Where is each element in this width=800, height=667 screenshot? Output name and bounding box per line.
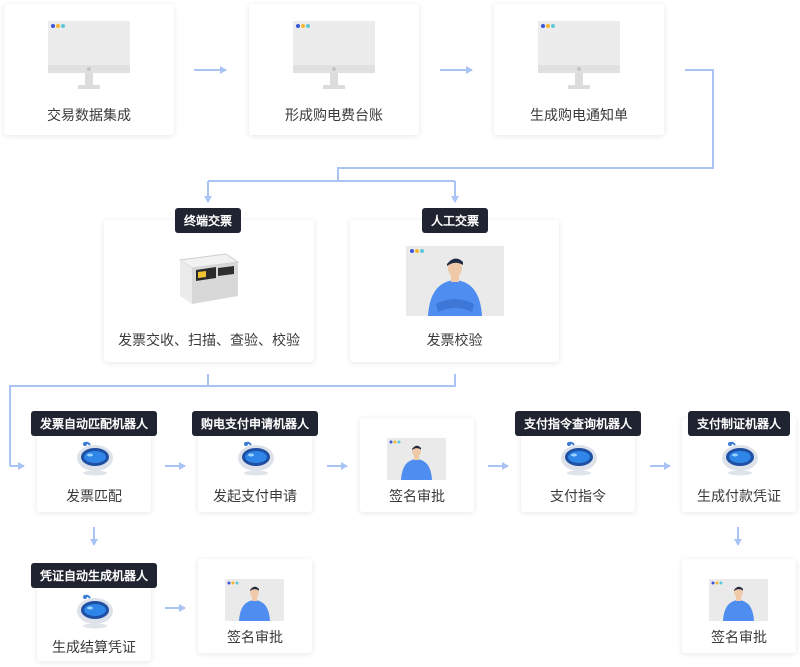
query-label: 支付指令 — [550, 488, 606, 504]
terminal-card[interactable]: 发票交收、扫描、查验、校验 — [104, 220, 314, 362]
sign-label-2: 签名审批 — [227, 629, 283, 645]
robot-icon — [236, 440, 276, 481]
sign-card-2[interactable]: 签名审批 — [198, 559, 312, 653]
manual-card[interactable]: 发票校验 — [350, 220, 559, 362]
apply-label: 发起支付申请 — [213, 488, 297, 504]
sign-card-3[interactable]: 签名审批 — [682, 559, 796, 653]
terminal-tag: 终端交票 — [174, 208, 242, 233]
invoice-printer-icon — [176, 246, 242, 311]
ledger-label: 形成购电费台账 — [285, 107, 383, 123]
notice-card[interactable]: 生成购电通知单 — [494, 4, 664, 135]
voucher-tag: 支付制证机器人 — [687, 411, 791, 436]
link-terminal-down — [9, 374, 209, 466]
match-tag: 发票自动匹配机器人 — [30, 411, 158, 436]
sign-card[interactable]: 签名审批 — [360, 418, 474, 512]
voucher-label: 生成付款凭证 — [697, 488, 781, 504]
sign-label: 签名审批 — [389, 488, 445, 504]
settle-tag: 凭证自动生成机器人 — [30, 563, 158, 588]
person-icon — [387, 438, 446, 485]
monitor-icon — [538, 21, 620, 96]
robot-icon — [720, 440, 760, 481]
settle-label: 生成结算凭证 — [52, 639, 136, 655]
person-icon — [709, 579, 768, 626]
person-icon — [406, 246, 504, 321]
notice-label: 生成购电通知单 — [530, 107, 628, 123]
person-icon — [225, 579, 284, 626]
manual-label: 发票校验 — [426, 332, 483, 348]
robot-icon — [75, 440, 115, 481]
terminal-label: 发票交收、扫描、查验、校验 — [118, 332, 300, 348]
robot-icon — [559, 440, 599, 481]
sign-label-3: 签名审批 — [711, 629, 767, 645]
transaction-card[interactable]: 交易数据集成 — [4, 4, 174, 135]
match-label: 发票匹配 — [66, 488, 122, 504]
manual-tag: 人工交票 — [421, 208, 489, 233]
ledger-card[interactable]: 形成购电费台账 — [249, 4, 419, 135]
transaction-label: 交易数据集成 — [47, 107, 131, 123]
monitor-icon — [293, 21, 375, 96]
monitor-icon — [48, 21, 130, 96]
link-3-down — [337, 69, 714, 181]
robot-icon — [75, 593, 115, 634]
link-manual-down — [208, 374, 456, 387]
query-tag: 支付指令查询机器人 — [514, 411, 642, 436]
apply-tag: 购电支付申请机器人 — [191, 411, 319, 436]
